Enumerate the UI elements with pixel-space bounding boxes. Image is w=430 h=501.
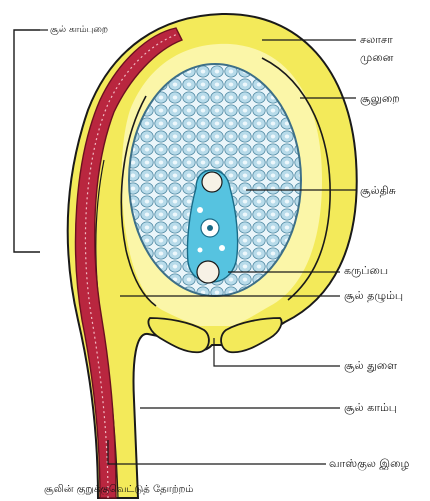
polar-nucleus-center	[207, 225, 213, 231]
vacuole-1	[197, 207, 203, 213]
egg-apparatus	[197, 261, 219, 283]
label-chalaza-line1: சலாசா	[360, 33, 393, 46]
label-chalaza-line2: முனை	[360, 51, 393, 64]
label-nucellus: சூல்திசு	[360, 184, 396, 197]
label-funicle-top: சூல் காம்புறை	[50, 24, 108, 37]
egg-cell-group-top	[202, 172, 222, 192]
label-embryo-sac: கருப்பை	[344, 264, 388, 277]
vacuole-2	[219, 245, 225, 251]
vacuole-3	[198, 248, 203, 253]
label-integuments-outer: சூல் தழும்பு	[344, 289, 403, 302]
label-integument: சூலுறை	[360, 92, 400, 105]
label-funicle: சூல் காம்பு	[344, 401, 397, 414]
leader-vascular	[108, 440, 326, 464]
label-micropyle: சூல் துளை	[344, 359, 397, 372]
figure-caption: சூலின் குறுக்குவெட்டுத் தோற்றம்	[44, 484, 193, 496]
funicle-bracket	[14, 30, 40, 252]
label-vascular-bundle: வாஸ்குல இழை	[329, 457, 409, 470]
